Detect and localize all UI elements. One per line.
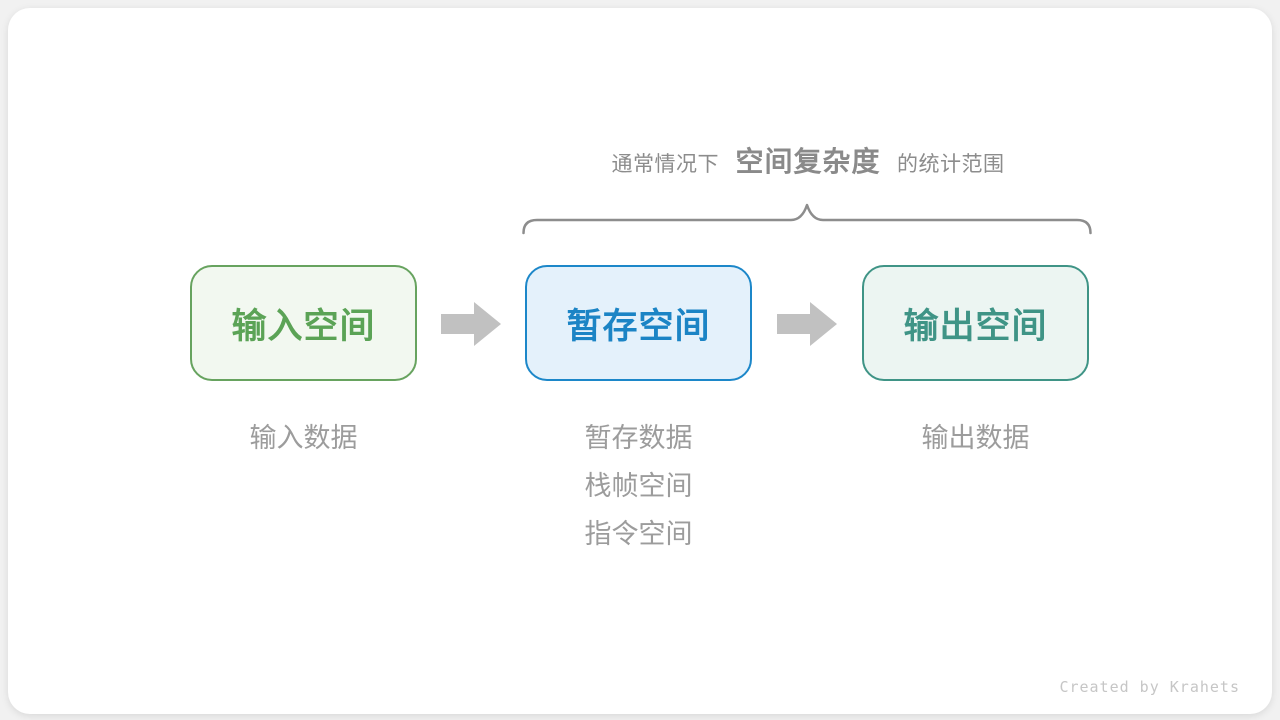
input-space-sublabels: 输入数据 <box>190 414 417 462</box>
sublabel-output-data: 输出数据 <box>921 423 1030 453</box>
temporary-space-sublabels: 暂存数据 栈帧空间 指令空间 <box>525 414 752 558</box>
temporary-space-label: 暂存空间 <box>566 306 711 346</box>
arrow-right-shape <box>441 302 501 346</box>
sublabel-temp-data: 暂存数据 <box>584 423 693 453</box>
sublabel-instruction-space: 指令空间 <box>584 519 693 549</box>
arrow-right-shape <box>777 302 837 346</box>
curly-brace-path <box>522 203 1092 235</box>
credit-text: Created by Krahets <box>1059 678 1240 696</box>
annotation-highlight: 空间复杂度 <box>735 146 881 177</box>
sublabel-stack-frame-space: 栈帧空间 <box>584 471 693 501</box>
input-space-box: 输入空间 <box>190 265 417 381</box>
annotation-suffix: 的统计范围 <box>896 153 1005 176</box>
curly-brace-icon <box>522 203 1092 235</box>
output-space-sublabels: 输出数据 <box>862 414 1089 462</box>
annotation-prefix: 通常情况下 <box>611 153 720 176</box>
output-space-label: 输出空间 <box>903 306 1048 346</box>
temporary-space-box: 暂存空间 <box>525 265 752 381</box>
arrow-right-icon <box>441 302 501 346</box>
sublabel-input-data: 输入数据 <box>249 423 358 453</box>
output-space-box: 输出空间 <box>862 265 1089 381</box>
input-space-label: 输入空间 <box>231 306 376 346</box>
annotation-title: 通常情况下 空间复杂度 的统计范围 <box>473 140 1143 180</box>
arrow-right-icon <box>777 302 837 346</box>
